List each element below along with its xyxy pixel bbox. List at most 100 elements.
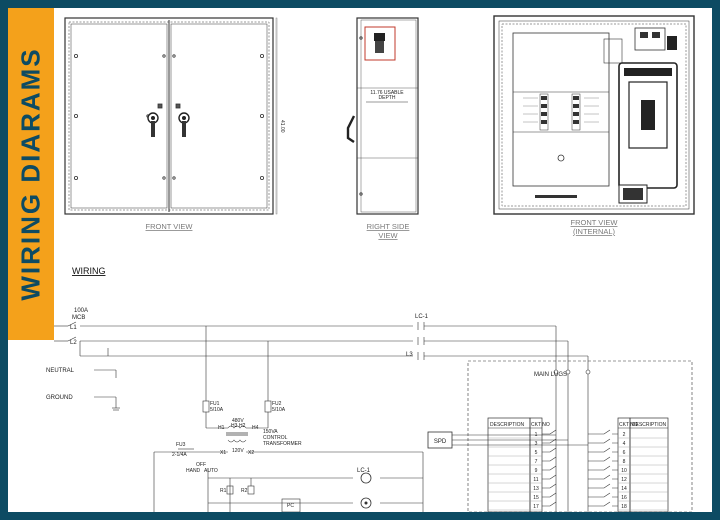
- relay-r2: R2: [241, 488, 248, 494]
- table-header-ckt-right: CKT NO: [619, 422, 638, 428]
- disconnect-switch: [374, 33, 385, 53]
- circuit-number-right: 16: [621, 495, 627, 501]
- tap-h2: H2: [239, 423, 246, 429]
- selector-hand: HAND: [186, 468, 201, 474]
- circuit-number-left: 17: [533, 504, 539, 510]
- diagram-frame: WIRING DIARAMS 41.00: [8, 8, 712, 512]
- breaker-symbol-left: [542, 465, 557, 471]
- fuse2-rating: 5/10A: [272, 407, 286, 413]
- line-l2: L2: [70, 340, 77, 346]
- circuit-number-right: 10: [621, 468, 627, 474]
- circuit-number-left: 1: [535, 432, 538, 438]
- circuit-number-left: 5: [535, 450, 538, 456]
- breaker-symbol-left: [542, 447, 557, 453]
- control-switch: [667, 36, 677, 50]
- mcb-label: MCB: [72, 315, 85, 321]
- spd-label: SPD: [434, 439, 447, 445]
- tap-h1: H1: [218, 425, 225, 431]
- terminal-block: [618, 184, 648, 204]
- mcb-rating: 100A: [74, 308, 88, 314]
- line-l3: L3: [406, 352, 413, 358]
- photocell-label: PC: [287, 503, 294, 509]
- fuse2-label: FU2: [272, 401, 282, 407]
- tap-h3: H3: [231, 423, 238, 429]
- fuse3-rating: 2-1/4A: [172, 452, 187, 458]
- breaker-symbol-left: [542, 429, 557, 435]
- tap-h4: H4: [252, 425, 259, 431]
- ground-label: GROUND: [46, 395, 73, 401]
- height-dimension: 41.00: [279, 120, 285, 133]
- front-handle-left: [147, 112, 159, 137]
- circuit-number-right: 8: [623, 459, 626, 465]
- internal-view: [493, 15, 695, 215]
- lighting-contactor: [634, 27, 666, 51]
- relay-r1: R1: [220, 488, 227, 494]
- breaker-symbol-right: [588, 456, 618, 462]
- breaker-symbol-left: [542, 474, 557, 480]
- wiring-diagram: 41.00 FRONT VIEW 11.76 USABLE DEPTH RIGH…: [46, 15, 695, 512]
- selector-switch-icon: [557, 154, 565, 162]
- circuit-breakers: [542, 429, 618, 507]
- tap-x2: X2: [248, 450, 254, 456]
- breaker-symbol-right: [588, 438, 618, 444]
- contactor-coil-label: LC-1: [357, 468, 371, 474]
- transformer-label-control: CONTROL: [263, 435, 288, 441]
- schematic-lines: [54, 321, 693, 512]
- secondary-voltage: 120V: [232, 448, 244, 454]
- fuse1-rating: 5/10A: [210, 407, 224, 413]
- circuit-number-right: 2: [623, 432, 626, 438]
- disconnect-highlight-box: [364, 26, 396, 61]
- circuit-number-left: 15: [533, 495, 539, 501]
- pilot-light-icon: [360, 497, 372, 509]
- side-banner: WIRING DIARAMS: [8, 8, 54, 340]
- circuit-number-left: 11: [533, 477, 538, 483]
- circuit-number-right: 4: [623, 441, 626, 447]
- tap-x1: X1: [220, 450, 226, 456]
- internal-caption-line2: (INTERNAL): [573, 227, 616, 236]
- selector-off: OFF: [196, 462, 206, 468]
- fuse3-label: FU3: [176, 442, 186, 448]
- main-lugs-label: MAIN LUGS: [534, 372, 567, 378]
- breaker-symbol-right: [588, 492, 618, 498]
- transformer-rating: 150VA: [263, 429, 278, 435]
- circuit-number-left: 13: [533, 486, 539, 492]
- breaker-symbol-left: [542, 456, 557, 462]
- breaker-symbol-left: [542, 501, 557, 507]
- circuit-number-right: 12: [621, 477, 627, 483]
- breaker-symbol-left: [542, 438, 557, 444]
- breaker-symbol-left: [542, 483, 557, 489]
- table-header-description-right: DESCRIPTION: [632, 422, 667, 428]
- primary-voltage: 480V: [232, 418, 244, 424]
- circuit-number-left: 9: [535, 468, 538, 474]
- right-side-caption-line2: VIEW: [378, 231, 398, 240]
- breaker-column-right: [571, 93, 599, 131]
- front-handle-right: [178, 112, 190, 137]
- circuit-number-right: 18: [621, 504, 627, 510]
- circuit-number-right: 6: [623, 450, 626, 456]
- breaker-column-left: [523, 93, 549, 131]
- breaker-symbol-right: [588, 447, 618, 453]
- breaker-symbol-right: [588, 465, 618, 471]
- table-header-description-left: DESCRIPTION: [490, 422, 525, 428]
- ground-bar: [535, 195, 577, 198]
- fuse1-label: FU1: [210, 401, 220, 407]
- selector-auto: AUTO: [204, 468, 218, 474]
- front-view-caption: FRONT VIEW: [146, 222, 194, 231]
- breaker-symbol-left: [542, 492, 557, 498]
- transformer-label: TRANSFORMER: [263, 441, 302, 447]
- front-view: [64, 17, 278, 215]
- circuit-number-left: 3: [535, 441, 538, 447]
- contactor-top-label: LC-1: [415, 314, 429, 320]
- neutral-label: NEUTRAL: [46, 368, 75, 374]
- table-rows: [488, 437, 668, 511]
- breaker-symbol-right: [588, 429, 618, 435]
- breaker-symbol-right: [588, 483, 618, 489]
- spd-device: SPD: [427, 431, 453, 449]
- internal-caption-line1: FRONT VIEW: [571, 218, 619, 227]
- line-l1: L1: [70, 325, 77, 331]
- wiring-heading: WIRING: [72, 266, 106, 276]
- contactor-coil-icon: [360, 472, 372, 484]
- depth-dimension-line1: 11.76 USABLE: [370, 90, 404, 96]
